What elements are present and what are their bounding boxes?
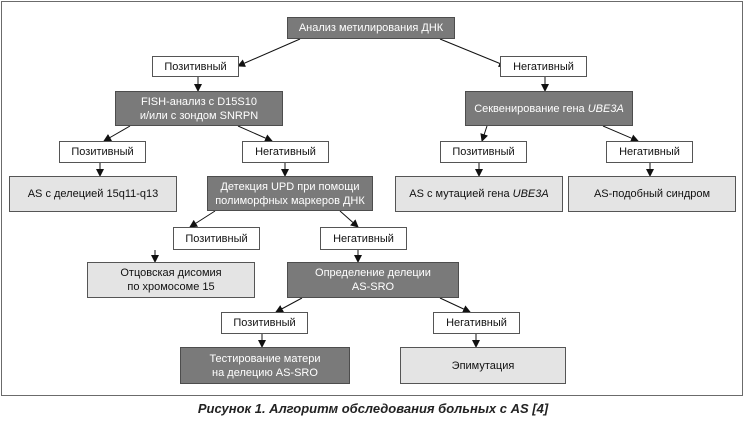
arrow-upd-pos (189, 210, 216, 228)
positive-label-1: Позитивный (152, 56, 239, 77)
arrow-sro-pos (275, 297, 303, 313)
positive-label-2: Позитивный (59, 141, 146, 163)
ube3a-sequencing-box: Секвенирование гена UBE3A (465, 91, 633, 126)
arrow-upd-neg (339, 210, 359, 228)
paternal-disomy-box: Отцовская дисомия по хромосоме 15 (87, 262, 255, 298)
negative-label-3: Негативный (606, 141, 693, 163)
arrow-seq-neg (602, 125, 639, 142)
epimutation-box: Эпимутация (400, 347, 566, 384)
arrow-root-pos (237, 38, 301, 67)
mother-testing-box: Тестирование матери на делецию AS-SRO (180, 347, 350, 384)
fish-analysis-box: FISH-анализ с D15S10 и/или с зондом SNRP… (115, 91, 283, 126)
negative-label-5: Негативный (433, 312, 520, 334)
negative-label-2: Негативный (242, 141, 329, 163)
negative-label-1: Негативный (500, 56, 587, 77)
positive-label-4: Позитивный (173, 227, 260, 250)
methylation-analysis-label: Анализ метилирования ДНК (298, 22, 444, 34)
as-deletion-box: AS с делецией 15q11-q13 (9, 176, 177, 212)
arrow-root-neg (439, 38, 507, 68)
upd-detection-box: Детекция UPD при помощи полиморфных марк… (207, 176, 373, 211)
figure-frame (1, 1, 743, 396)
as-like-syndrome-box: AS-подобный синдром (568, 176, 736, 212)
as-ube3a-mutation-box: AS с мутацией гена UBE3A (395, 176, 563, 212)
arrow-fish-neg (237, 125, 273, 142)
ube3a-sequencing-label: Секвенирование гена UBE3A (474, 102, 624, 115)
positive-label-5: Позитивный (221, 312, 308, 334)
sro-deletion-box: Определение делеции AS-SRO (287, 262, 459, 298)
arrow-sro-neg (439, 297, 471, 313)
arrow-seq-pos (480, 125, 489, 142)
arrow-fish-pos (103, 125, 131, 142)
methylation-analysis-box: Анализ метилирования ДНК (287, 17, 455, 39)
negative-label-4: Негативный (320, 227, 407, 250)
figure-caption: Рисунок 1. Алгоритм обследования больных… (197, 401, 549, 416)
positive-label-3: Позитивный (440, 141, 527, 163)
as-ube3a-mutation-label: AS с мутацией гена UBE3A (409, 188, 549, 200)
